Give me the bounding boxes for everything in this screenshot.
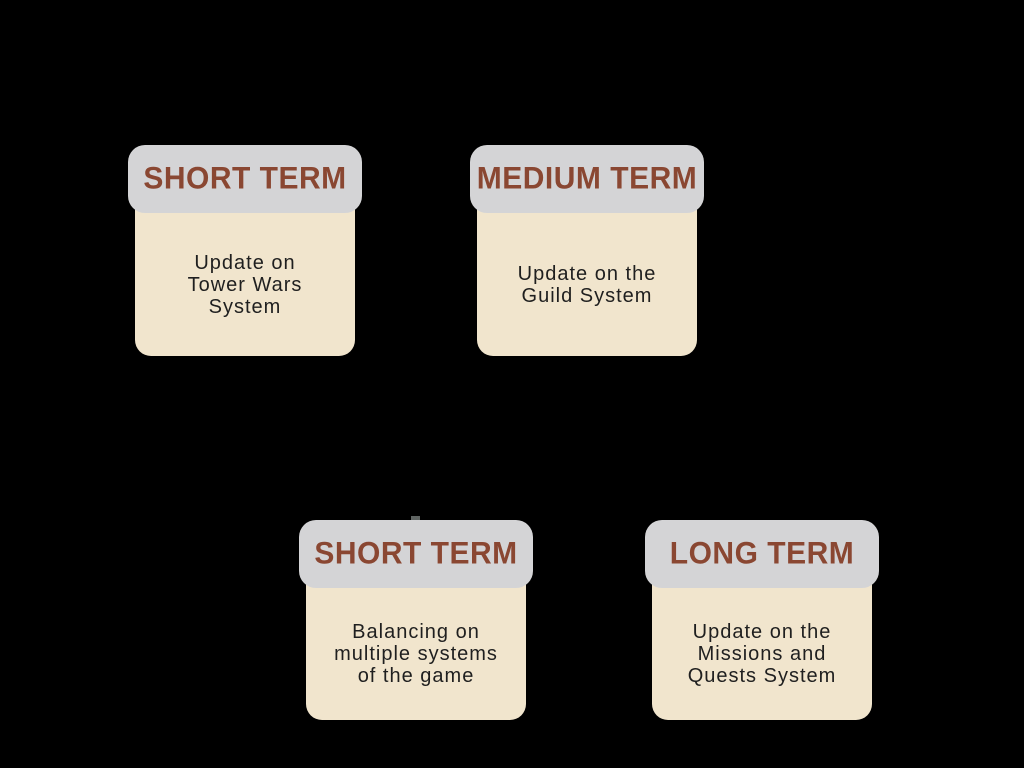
card-header: SHORT TERM xyxy=(128,145,362,213)
card-term-label: LONG TERM xyxy=(669,536,855,571)
card-header: SHORT TERM xyxy=(299,520,533,588)
card-description: Balancing on multiple systems of the gam… xyxy=(334,621,498,687)
card-term-label: MEDIUM TERM xyxy=(476,161,698,196)
card-body: Update on Tower Wars System xyxy=(135,201,355,356)
card-description: Update on Tower Wars System xyxy=(187,251,303,318)
roadmap-card-medium-term: MEDIUM TERM Update on the Guild System xyxy=(470,145,704,356)
card-body: Update on the Guild System xyxy=(477,201,697,356)
connector-notch-artifact xyxy=(411,516,420,521)
roadmap-card-short-term-2: SHORT TERM Balancing on multiple systems… xyxy=(299,520,533,720)
card-body: Update on the Missions and Quests System xyxy=(652,576,872,720)
card-description: Update on the Missions and Quests System xyxy=(687,621,837,687)
card-header: MEDIUM TERM xyxy=(470,145,704,213)
card-body: Balancing on multiple systems of the gam… xyxy=(306,576,526,720)
roadmap-card-short-term-1: SHORT TERM Update on Tower Wars System xyxy=(128,145,362,356)
card-header: LONG TERM xyxy=(645,520,879,588)
card-description: Update on the Guild System xyxy=(517,262,657,307)
card-term-label: SHORT TERM xyxy=(314,536,518,571)
roadmap-card-long-term: LONG TERM Update on the Missions and Que… xyxy=(645,520,879,720)
card-term-label: SHORT TERM xyxy=(143,161,347,196)
